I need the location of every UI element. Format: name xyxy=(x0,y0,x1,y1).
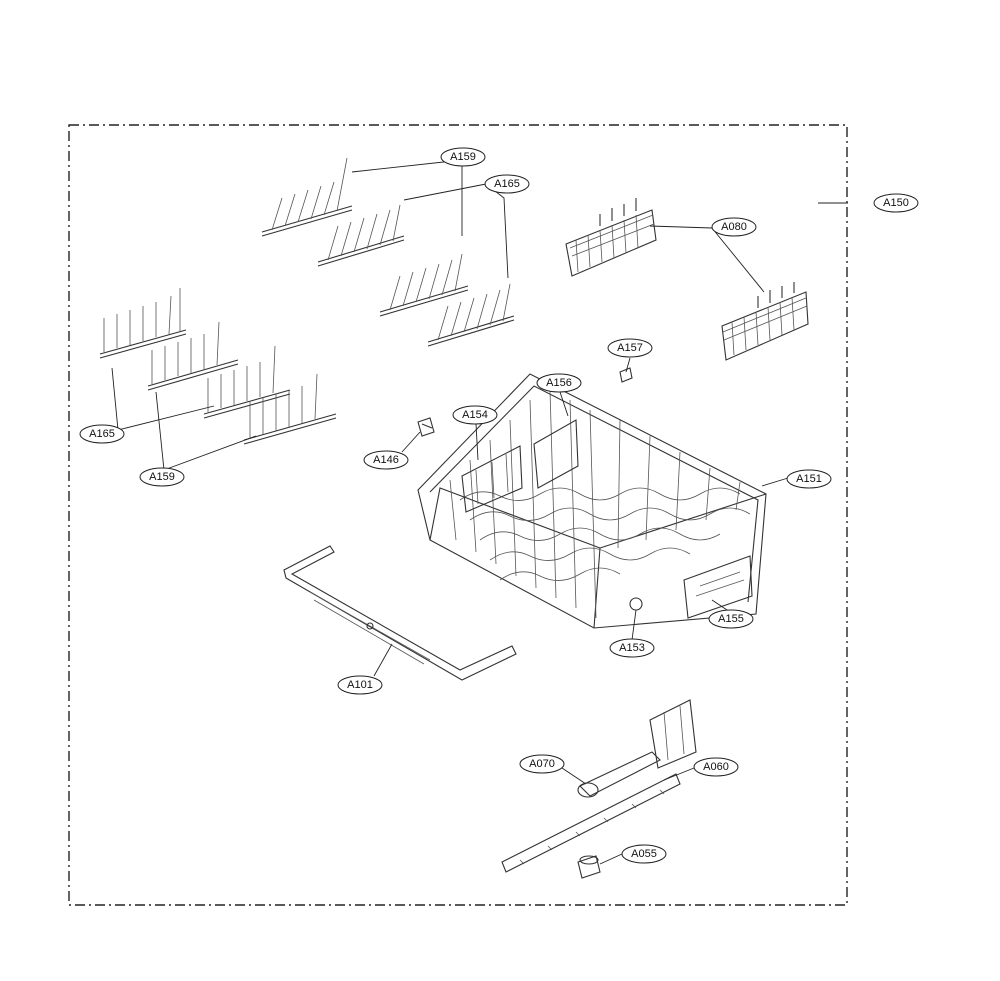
tine-row-left-1 xyxy=(99,288,187,359)
callout-a154: A154 xyxy=(452,405,498,425)
callout-a159-left: A159 xyxy=(139,467,185,487)
tine-row-upper-4 xyxy=(427,283,515,347)
callout-a165-left: A165 xyxy=(79,424,125,444)
callout-a159-top: A159 xyxy=(440,147,486,167)
label-a157: A157 xyxy=(617,342,643,354)
tine-row-upper-2 xyxy=(317,204,405,267)
callout-a055: A055 xyxy=(621,844,667,864)
label-a070: A070 xyxy=(529,758,555,770)
label-a165-top: A165 xyxy=(494,178,520,190)
side-grid-lower xyxy=(721,282,809,361)
label-a155: A155 xyxy=(718,613,744,625)
label-a159-top: A159 xyxy=(450,151,476,163)
tine-row-left-2 xyxy=(147,321,239,391)
label-a146: A146 xyxy=(373,454,399,466)
label-a055: A055 xyxy=(631,848,657,860)
callout-a165-top: A165 xyxy=(484,174,530,194)
rack-clip xyxy=(417,417,435,437)
callout-a156: A156 xyxy=(536,373,582,393)
tine-row-left-3 xyxy=(203,345,291,419)
side-grid-upper xyxy=(565,198,657,277)
rack-rail xyxy=(283,545,517,681)
label-a151: A151 xyxy=(796,473,822,485)
spray-arm xyxy=(501,773,681,873)
spray-arm-nut xyxy=(577,855,601,879)
assembly-boundary-frame xyxy=(68,124,848,906)
spray-arm-hub xyxy=(577,699,697,798)
clip-small xyxy=(619,367,633,383)
leader-lines xyxy=(111,159,848,865)
label-a154: A154 xyxy=(462,409,488,421)
callout-a157: A157 xyxy=(607,338,653,358)
callout-a155: A155 xyxy=(708,609,754,629)
callout-a146: A146 xyxy=(363,450,409,470)
rack-basket xyxy=(417,373,767,629)
callout-a150: A150 xyxy=(873,193,919,213)
tine-row-upper-3 xyxy=(379,253,469,317)
label-a159-left: A159 xyxy=(149,471,175,483)
label-a150: A150 xyxy=(883,197,909,209)
callout-a153: A153 xyxy=(609,638,655,658)
callout-a080: A080 xyxy=(711,217,757,237)
callout-a060: A060 xyxy=(693,757,739,777)
tine-row-left-4 xyxy=(243,373,337,445)
callout-a151: A151 xyxy=(786,469,832,489)
label-a080: A080 xyxy=(721,221,747,233)
label-a165-left: A165 xyxy=(89,428,115,440)
label-a156: A156 xyxy=(546,377,572,389)
callout-a070: A070 xyxy=(519,754,565,774)
label-a101: A101 xyxy=(347,679,373,691)
label-a153: A153 xyxy=(619,642,645,654)
label-a060: A060 xyxy=(703,761,729,773)
tine-row-upper-1 xyxy=(261,157,353,237)
callout-a101: A101 xyxy=(337,675,383,695)
